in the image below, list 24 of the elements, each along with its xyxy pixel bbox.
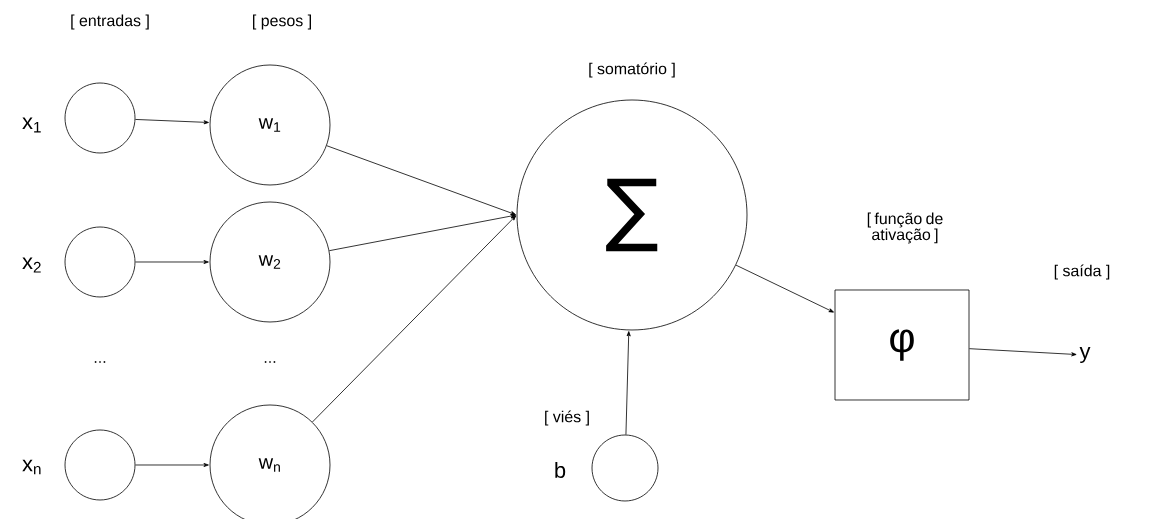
arrow <box>135 463 209 467</box>
section-heading: [ entradas ] <box>71 14 149 30</box>
arrow <box>328 214 516 252</box>
input-circle <box>64 226 136 298</box>
input-circle <box>591 434 659 502</box>
arrow <box>135 260 209 264</box>
arrow <box>326 145 516 215</box>
variable-label: x$_{1}$ <box>22 117 41 133</box>
output-label: y <box>1079 346 1091 364</box>
section-heading: [ pesos ] <box>253 14 311 30</box>
variable-label: x$_{2}$ <box>22 257 41 273</box>
arrow <box>625 331 631 435</box>
section-heading: [ saída ] <box>1054 264 1110 280</box>
arrow <box>735 264 834 313</box>
arrow <box>312 215 517 423</box>
variable-label: b <box>555 461 566 479</box>
input-circle <box>64 82 136 154</box>
arrow <box>135 119 209 125</box>
ellipsis: ... <box>264 361 276 363</box>
activation-box: φ <box>834 289 970 401</box>
variable-label: x$_{n}$ <box>22 459 41 475</box>
input-circle <box>64 429 136 501</box>
ellipsis: ... <box>94 361 106 363</box>
arrow <box>969 348 1077 357</box>
